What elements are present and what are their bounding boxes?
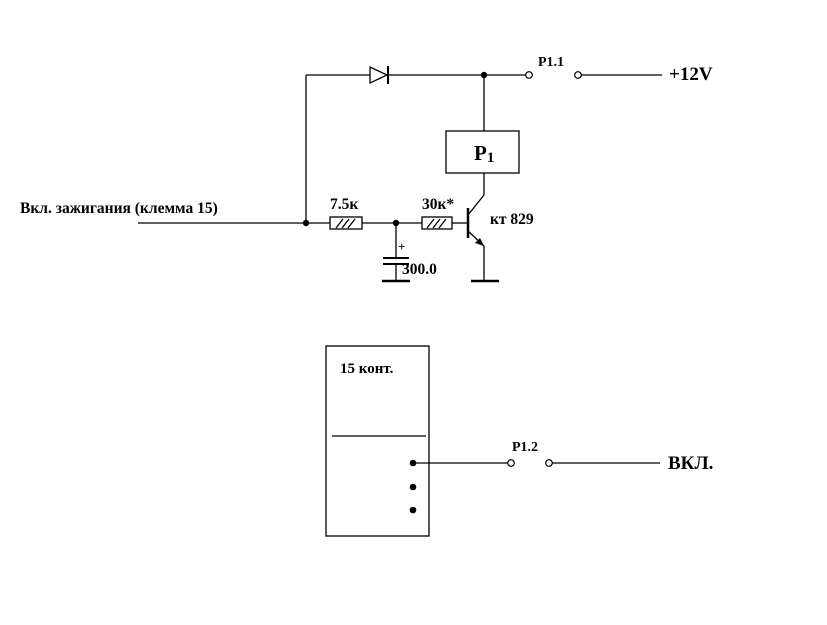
resistor-hatch — [438, 218, 447, 229]
output-label: ВКЛ. — [668, 453, 713, 474]
supply-label: +12V — [669, 64, 713, 85]
resistor-1-label: 7.5к — [330, 196, 358, 213]
resistor-hatch — [341, 218, 350, 229]
connector-pin — [409, 483, 417, 491]
diode-triangle — [369, 65, 389, 85]
junction-dot — [480, 71, 488, 79]
relay-label: P1 — [474, 141, 494, 166]
diode — [369, 65, 389, 85]
resistor-hatch — [347, 218, 356, 229]
contact-p1-2-terminal — [545, 459, 553, 467]
relay-label-letter: P — [474, 141, 487, 165]
ignition-input-label: Вкл. зажигания (клемма 15) — [20, 200, 218, 217]
contact-p1-1-terminal — [525, 71, 533, 79]
contact-p1-2-terminal — [507, 459, 515, 467]
capacitor — [383, 257, 409, 265]
connector-box — [325, 345, 430, 537]
transistor — [466, 194, 485, 247]
relay-coil-box — [445, 130, 520, 174]
resistor-2 — [421, 216, 453, 230]
resistor-hatch — [335, 218, 344, 229]
junction-dot — [302, 219, 310, 227]
resistor-2-label: 30к* — [422, 196, 454, 213]
connector-label: 15 конт. — [340, 361, 394, 377]
connector-pin — [409, 506, 417, 514]
resistor-hatch — [432, 218, 441, 229]
contact-p1-1-terminal — [574, 71, 582, 79]
capacitor-label: 300.0 — [402, 261, 437, 278]
relay-label-subscript: 1 — [487, 150, 495, 166]
transistor-label: кт 829 — [490, 211, 534, 228]
resistor-1 — [329, 216, 363, 230]
junction-dot — [392, 219, 400, 227]
contact-p1-1-label: P1.1 — [538, 55, 564, 70]
transistor-collector — [467, 194, 485, 216]
capacitor-polarity-label: + — [398, 239, 405, 254]
transistor-emitter-arrow — [475, 238, 484, 246]
resistor-hatch — [426, 218, 435, 229]
contact-p1-2-label: P1.2 — [512, 440, 538, 455]
